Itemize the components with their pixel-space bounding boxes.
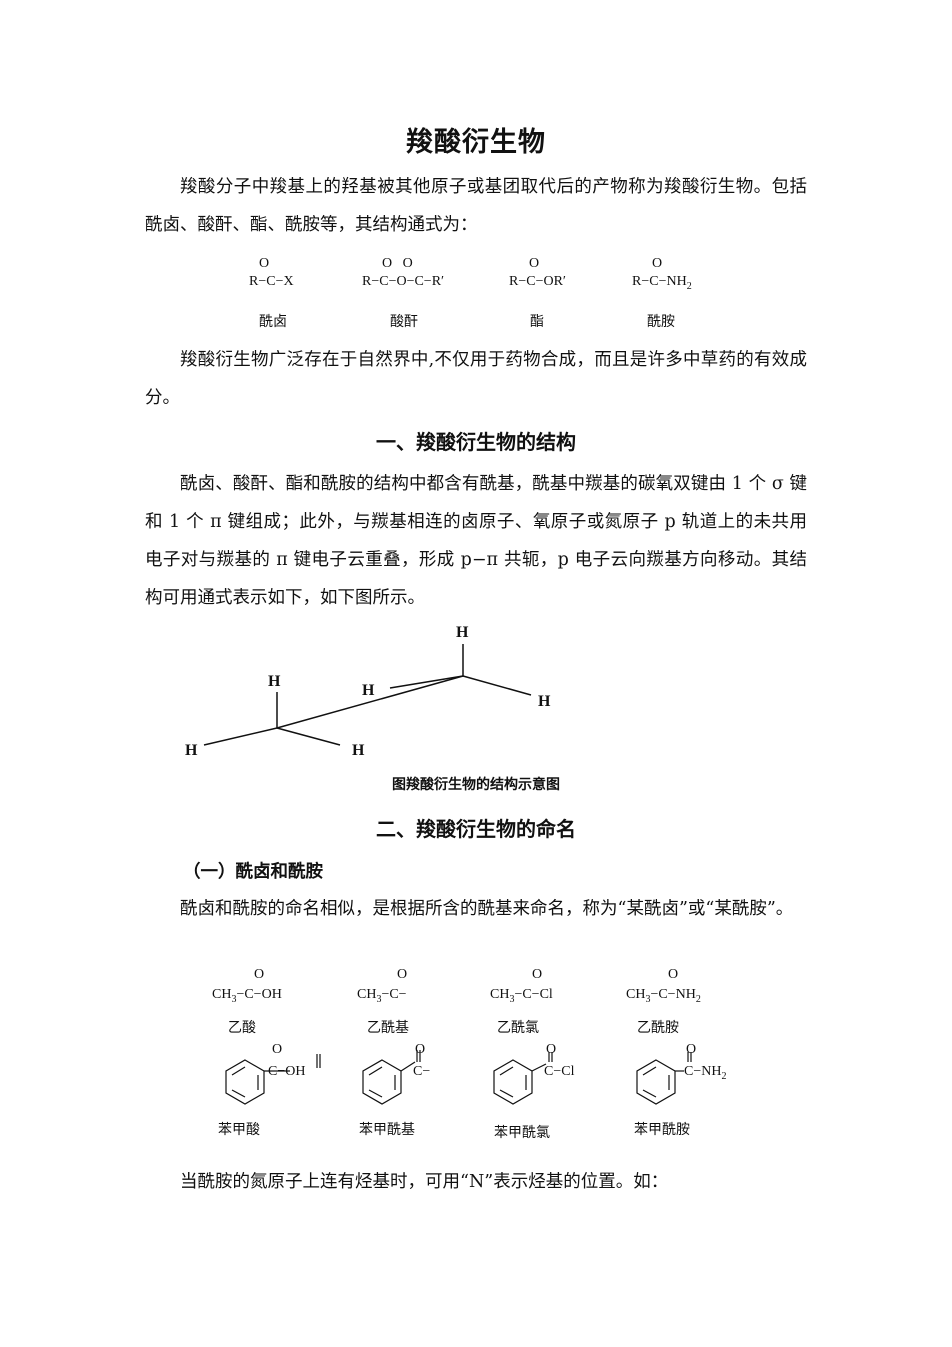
formula-name: 酰卤 bbox=[259, 314, 287, 330]
atom-label: H bbox=[268, 673, 281, 690]
formula-amide: O R−C−NH2 bbox=[632, 256, 692, 292]
atom-label: H bbox=[538, 693, 551, 710]
section2-paragraph: 酰卤和酰胺的命名相似，是根据所含的酰基来命名，称为“某酰卤”或“某酰胺”。 bbox=[180, 899, 794, 919]
formula-benzoic-acid: O C−OH bbox=[268, 1042, 306, 1079]
formula-benzoyl-chloride: O C−Cl bbox=[544, 1042, 575, 1079]
structure-figure: H H H H H H bbox=[185, 624, 551, 759]
bond-line bbox=[462, 675, 532, 696]
formula-name: 苯甲酰基 bbox=[359, 1122, 415, 1138]
bond-line bbox=[276, 727, 341, 746]
intro-paragraph: 羧酸分子中羧基上的羟基被其他原子或基团取代后的产物称为羧酸衍生物。包括酰卤、酸酐… bbox=[145, 177, 807, 235]
atom-label: H bbox=[456, 624, 469, 641]
section-heading: 一、羧酸衍生物的结构 bbox=[376, 430, 576, 454]
benzene-ring-icon bbox=[493, 1052, 553, 1105]
formula-ester: O R−C−OR′ bbox=[509, 256, 566, 289]
formula-name: 苯甲酰胺 bbox=[634, 1122, 690, 1138]
formula-acetyl: O CH3−C− bbox=[357, 967, 408, 1005]
bond-line bbox=[276, 675, 464, 729]
bond-line bbox=[389, 675, 464, 689]
formula-name: 苯甲酸 bbox=[218, 1122, 260, 1138]
formula-name: 乙酰胺 bbox=[637, 1020, 679, 1036]
formula-name: 乙酰氯 bbox=[497, 1020, 539, 1036]
atom-label: H bbox=[362, 682, 375, 699]
formula-name: 酰胺 bbox=[647, 314, 675, 330]
formula-name: 乙酰基 bbox=[367, 1020, 409, 1036]
benzene-ring-icon bbox=[636, 1052, 692, 1105]
benzene-ring-icon bbox=[362, 1050, 421, 1105]
intro-paragraph-2: 羧酸衍生物广泛存在于自然界中,不仅用于药物合成，而且是许多中草药的有效成分。 bbox=[145, 350, 807, 408]
section1-paragraph: 酰卤、酸酐、酯和酰胺的结构中都含有酰基，酰基中羰基的碳氧双键由 1 个 σ 键和… bbox=[145, 474, 807, 608]
bond-line bbox=[203, 727, 278, 746]
formula-name: 酸酐 bbox=[390, 314, 418, 330]
benzene-rings bbox=[225, 1050, 692, 1105]
formula-benzamide: O C−NH2 bbox=[684, 1042, 727, 1082]
formula-acetyl-chloride: O CH3−C−Cl bbox=[490, 967, 553, 1005]
formula-benzoyl: O C− bbox=[413, 1042, 431, 1079]
atom-label: H bbox=[185, 742, 198, 759]
formula-acetic-acid: O CH3−C−OH bbox=[212, 967, 282, 1005]
formula-name: 酯 bbox=[530, 314, 544, 330]
atom-label: H bbox=[352, 742, 365, 759]
figure-caption: 图羧酸衍生物的结构示意图 bbox=[392, 777, 560, 793]
section2-paragraph-2: 当酰胺的氮原子上连有烃基时，可用“N”表示烃基的位置。如： bbox=[180, 1172, 669, 1192]
formula-acetamide: O CH3−C−NH2 bbox=[626, 967, 701, 1005]
formula-acyl-halide: O R−C−X bbox=[249, 256, 294, 289]
benzene-ring-icon bbox=[225, 1054, 321, 1105]
formula-anhydride: O O R−C−O−C−R′ bbox=[362, 256, 445, 289]
formula-name: 乙酸 bbox=[228, 1020, 256, 1036]
formula-name: 苯甲酰氯 bbox=[494, 1125, 550, 1141]
subsection-heading: （一）酰卤和酰胺 bbox=[183, 862, 323, 882]
section-heading: 二、羧酸衍生物的命名 bbox=[376, 817, 576, 841]
page-title: 羧酸衍生物 bbox=[406, 127, 546, 158]
